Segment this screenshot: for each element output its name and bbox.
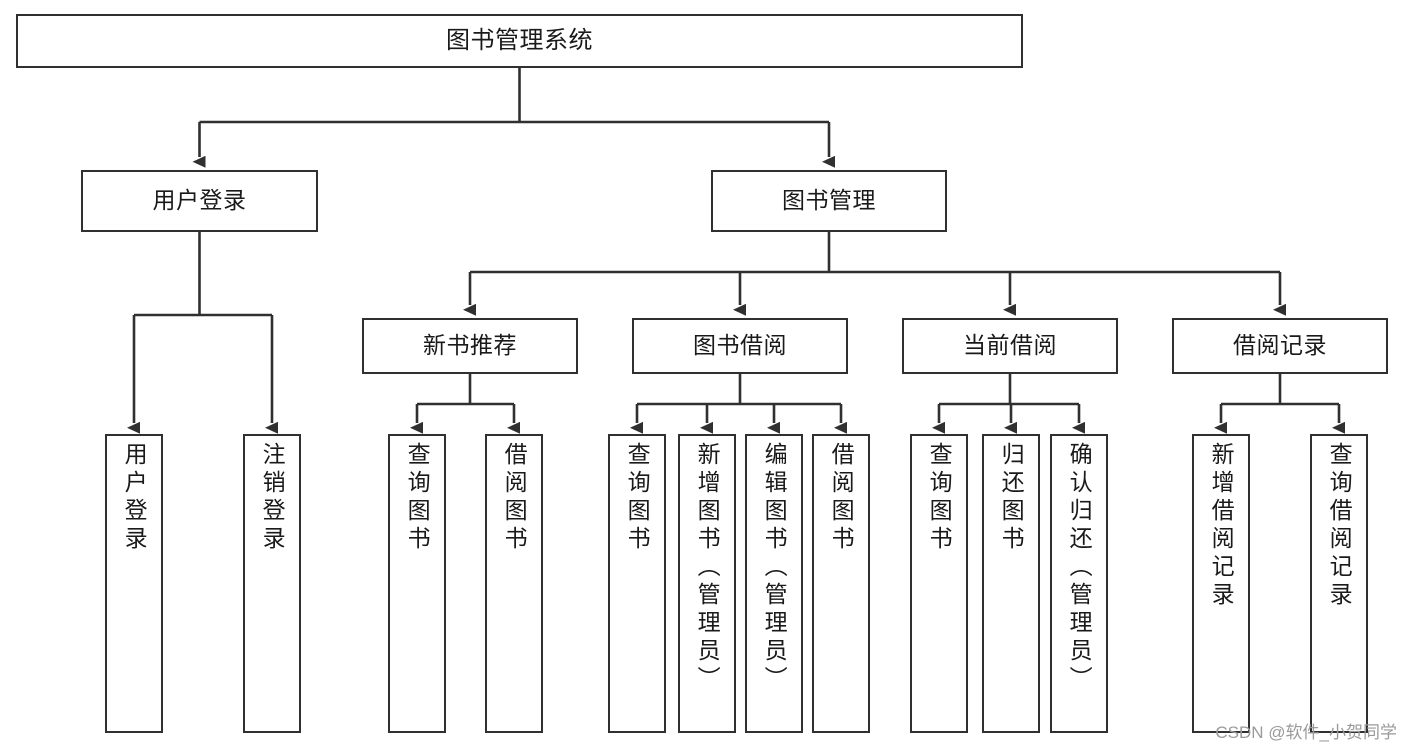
node-leaf-return-book-label: 归还图书 — [998, 442, 1025, 554]
root-connectors — [192, 68, 835, 168]
node-leaf-user-login[interactable]: 用户登录 — [105, 434, 163, 733]
node-book-borrow[interactable]: 图书借阅 — [632, 318, 848, 374]
node-leaf-add-borrow-record[interactable]: 新增借阅记录 — [1192, 434, 1250, 733]
node-borrow-record[interactable]: 借阅记录 — [1172, 318, 1388, 374]
node-leaf-borrow-book-label: 借阅图书 — [828, 442, 855, 554]
node-book-management[interactable]: 图书管理 — [711, 170, 947, 232]
node-leaf-user-login-label: 用户登录 — [121, 442, 148, 554]
borrow-record-connectors — [1214, 374, 1345, 434]
node-leaf-edit-book-admin[interactable]: 编辑图书（管理员） — [745, 434, 803, 733]
book-borrow-connectors — [630, 374, 847, 434]
node-leaf-return-book[interactable]: 归还图书 — [982, 434, 1040, 733]
current-borrow-connectors — [932, 374, 1085, 434]
node-leaf-query-borrow-record[interactable]: 查询借阅记录 — [1310, 434, 1368, 733]
node-user-login[interactable]: 用户登录 — [81, 170, 318, 232]
node-current-borrow[interactable]: 当前借阅 — [902, 318, 1118, 374]
node-user-login-label: 用户登录 — [152, 187, 247, 214]
node-book-borrow-label: 图书借阅 — [693, 332, 787, 359]
node-leaf-query-book-borrow-label: 查询图书 — [624, 442, 651, 554]
node-leaf-add-book-admin[interactable]: 新增图书（管理员） — [678, 434, 736, 733]
csdn-watermark: CSDN @软件_小贺同学 — [1215, 723, 1397, 742]
node-new-book-recommend[interactable]: 新书推荐 — [362, 318, 578, 374]
node-leaf-add-book-admin-label: 新增图书（管理员） — [694, 442, 721, 694]
node-root[interactable]: 图书管理系统 — [16, 14, 1023, 68]
node-leaf-query-book-current[interactable]: 查询图书 — [910, 434, 968, 733]
node-leaf-borrow-book-new[interactable]: 借阅图书 — [485, 434, 543, 733]
node-leaf-query-book-new-label: 查询图书 — [404, 442, 431, 554]
node-leaf-query-book-current-label: 查询图书 — [926, 442, 953, 554]
node-leaf-logout-login[interactable]: 注销登录 — [243, 434, 301, 733]
node-borrow-record-label: 借阅记录 — [1233, 332, 1327, 359]
node-new-book-recommend-label: 新书推荐 — [423, 332, 517, 359]
node-leaf-edit-book-admin-label: 编辑图书（管理员） — [761, 442, 788, 694]
node-root-label: 图书管理系统 — [446, 26, 593, 54]
node-leaf-logout-login-label: 注销登录 — [259, 442, 286, 554]
new-book-connectors — [410, 374, 520, 434]
node-leaf-query-borrow-record-label: 查询借阅记录 — [1326, 442, 1353, 610]
node-leaf-query-book-borrow[interactable]: 查询图书 — [608, 434, 666, 733]
node-current-borrow-label: 当前借阅 — [963, 332, 1057, 359]
user-login-connectors — [127, 232, 278, 434]
book-management-connectors — [463, 232, 1286, 316]
node-leaf-query-book-new[interactable]: 查询图书 — [388, 434, 446, 733]
node-leaf-confirm-return-admin[interactable]: 确认归还（管理员） — [1050, 434, 1108, 733]
node-book-management-label: 图书管理 — [782, 187, 876, 214]
node-leaf-confirm-return-admin-label: 确认归还（管理员） — [1066, 442, 1093, 694]
node-leaf-borrow-book-new-label: 借阅图书 — [501, 442, 528, 554]
node-leaf-borrow-book[interactable]: 借阅图书 — [812, 434, 870, 733]
node-leaf-add-borrow-record-label: 新增借阅记录 — [1208, 442, 1235, 610]
